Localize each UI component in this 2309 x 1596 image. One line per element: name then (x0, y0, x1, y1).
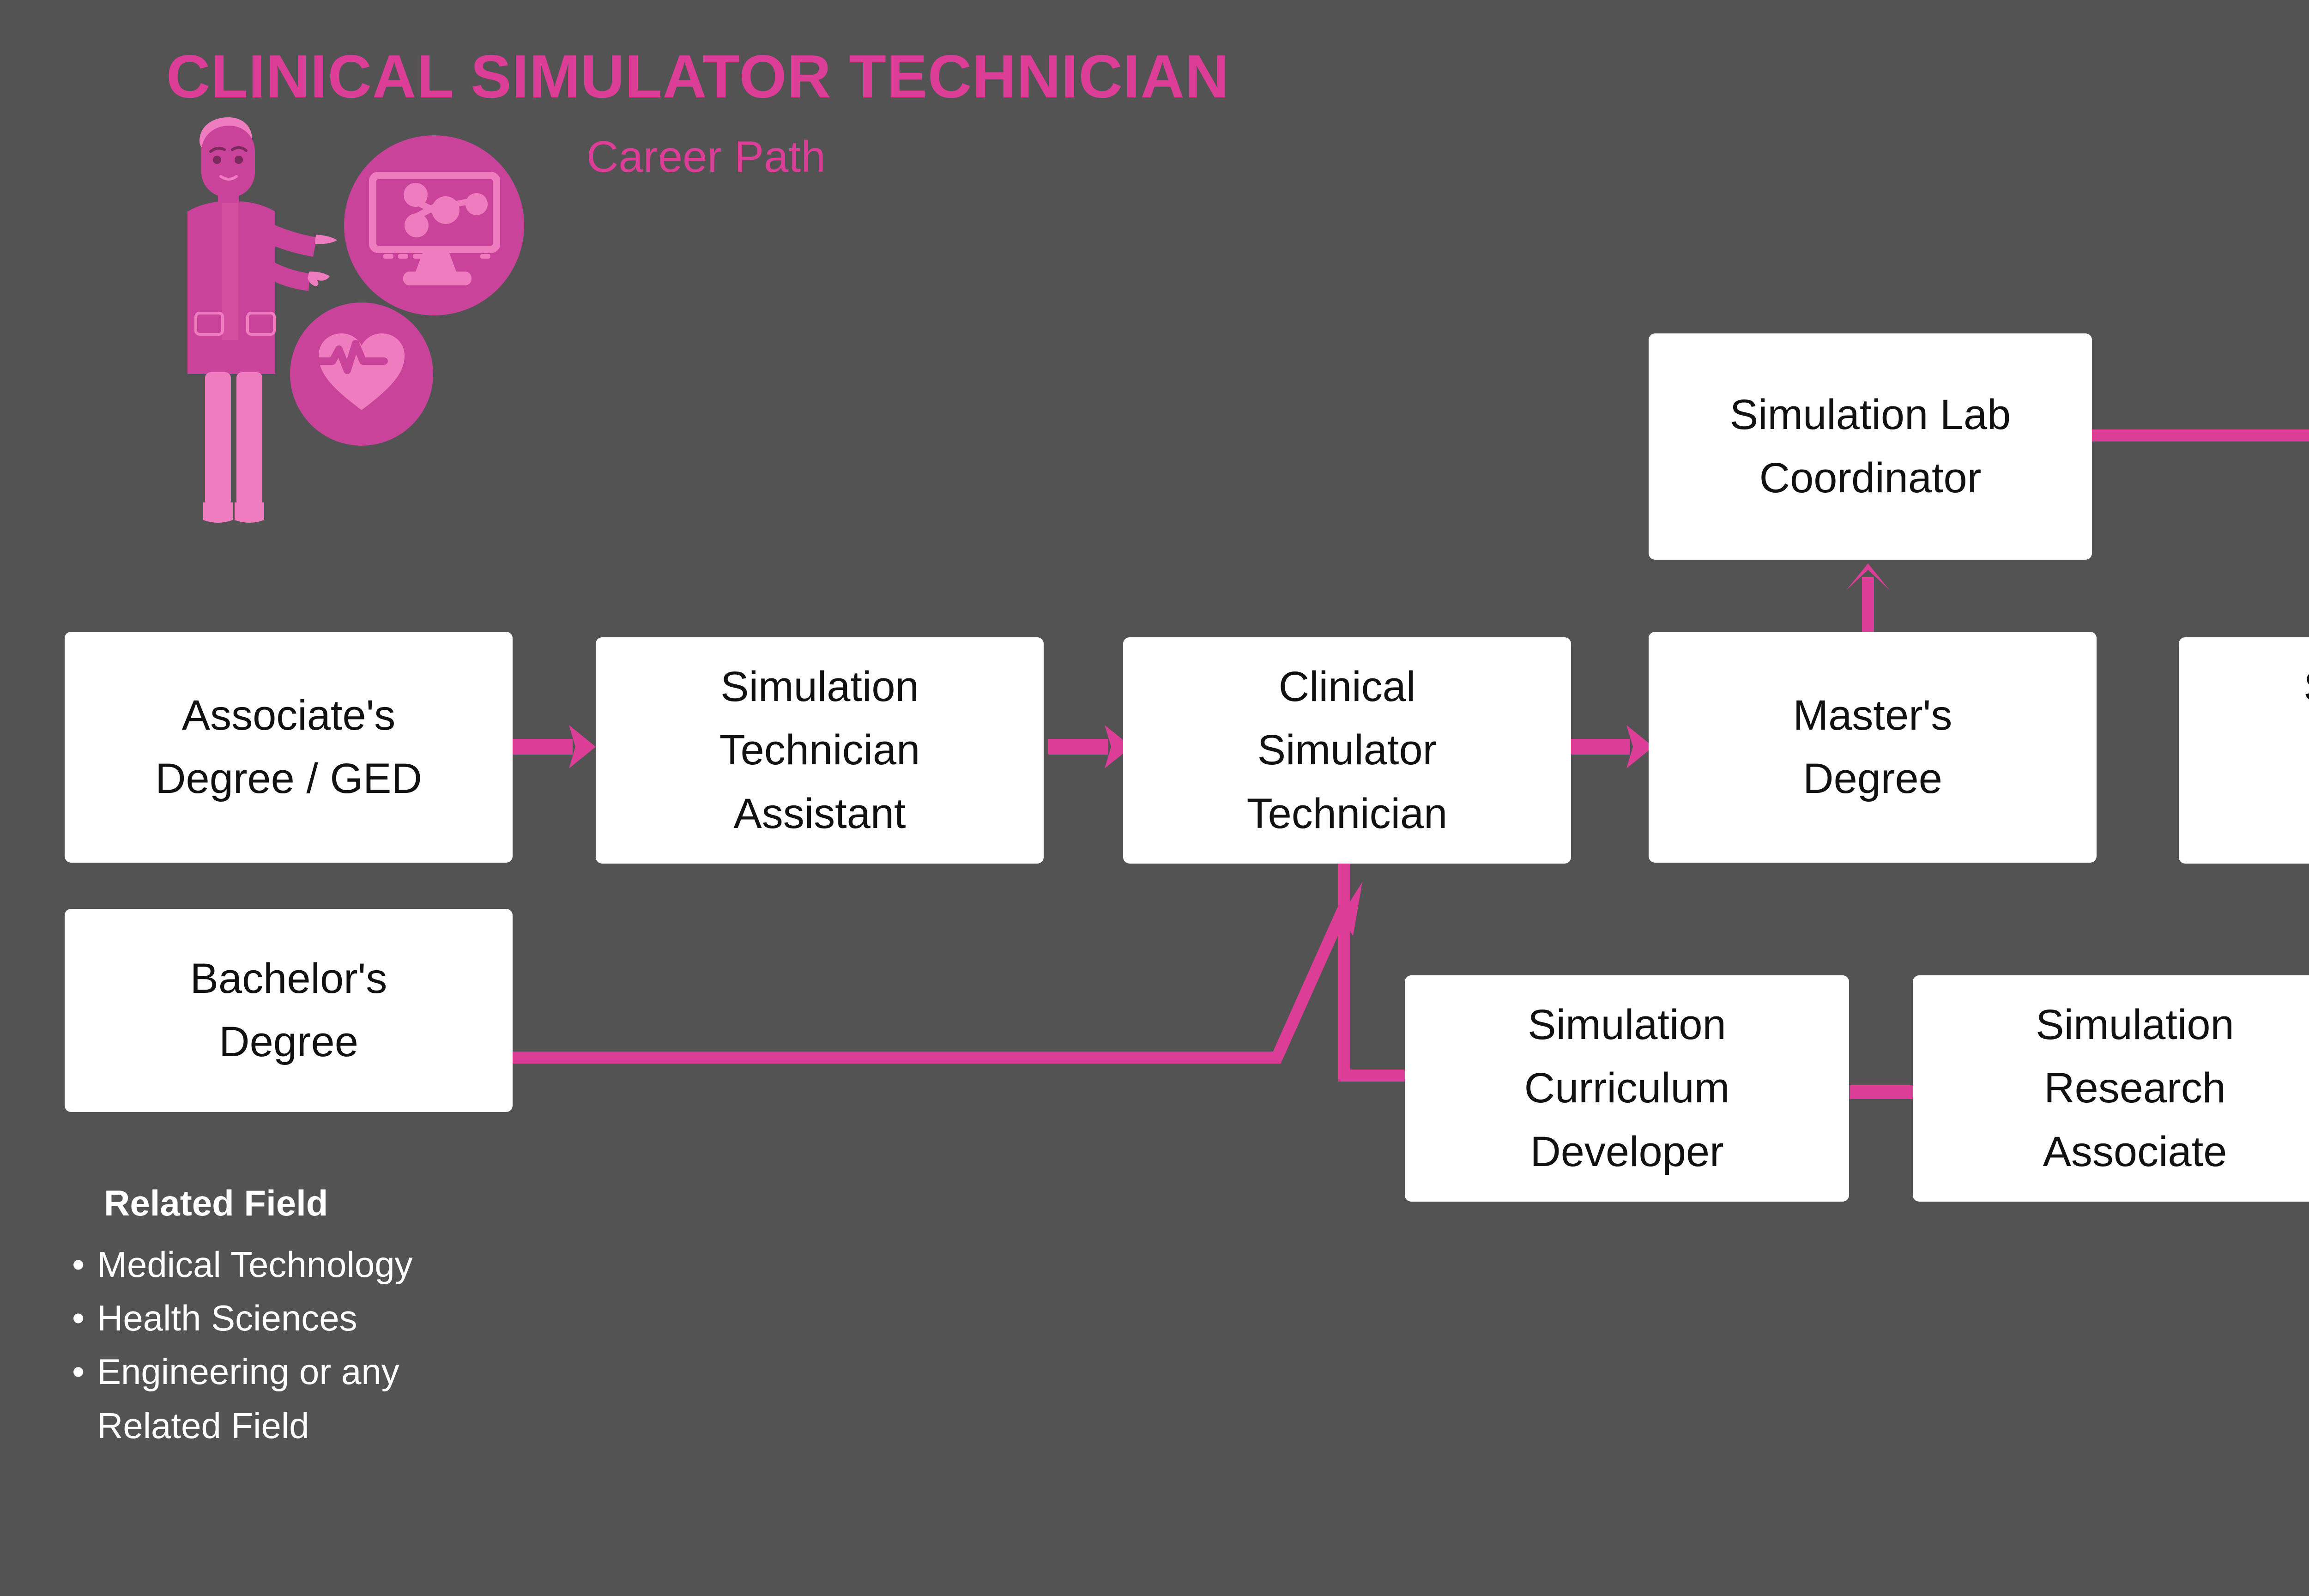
node-line: Program (2186, 719, 2309, 782)
node-line: Bachelor's (190, 955, 387, 1002)
connector-bachelors-to-technician (508, 882, 1362, 1064)
person-eye-right (235, 156, 243, 164)
node-line: Master's (1793, 691, 1952, 739)
monitor-base (403, 272, 471, 285)
person-shoe-left (203, 502, 233, 523)
person-pocket-right (246, 312, 276, 336)
node-line: Developer (1530, 1128, 1724, 1175)
node-line: Simulator (1257, 726, 1437, 774)
node-simulation-technician-assistant[interactable]: Simulation Technician Assistant (596, 637, 1044, 864)
node-simulation-lab-coordinator[interactable]: Simulation Lab Coordinator (1649, 333, 2092, 560)
molecule-icon (404, 183, 488, 237)
clinical-simulator-technician-illustration (187, 117, 524, 523)
node-line: Curriculum (1524, 1064, 1730, 1112)
node-line: Manager (2186, 782, 2309, 846)
related-field-heading: Related Field (104, 1183, 328, 1223)
person-head (201, 126, 255, 198)
list-item: Medical Technology (65, 1238, 526, 1291)
node-bachelors-degree[interactable]: Bachelor's Degree (65, 909, 513, 1112)
node-clinical-simulator-technician[interactable]: Clinical Simulator Technician (1123, 637, 1571, 864)
person-shoe-right (235, 502, 264, 523)
connector-associates-to-assistant (513, 739, 573, 755)
node-line: Associate's (181, 691, 396, 739)
list-item: Engineering or any Related Field (65, 1345, 526, 1452)
node-masters-degree[interactable]: Master's Degree (1649, 632, 2097, 863)
node-line: Degree (1803, 755, 1942, 802)
node-simulation-curriculum-developer[interactable]: Simulation Curriculum Developer (1405, 975, 1849, 1202)
person-arm-upper (254, 219, 317, 257)
node-simulation-program-manager[interactable]: Simulation Program Manager (2179, 637, 2309, 864)
list-item: Health Sciences (65, 1291, 526, 1345)
node-line: Technician (1246, 790, 1448, 837)
person-lab-coat (187, 117, 337, 523)
person-leg-left (205, 372, 231, 506)
arrowhead-associates-to-assistant (569, 725, 596, 768)
related-field-list: Medical Technology Health Sciences Engin… (65, 1238, 526, 1452)
node-line: Simulation (720, 663, 919, 711)
monitor-circle-backdrop (344, 135, 524, 315)
monitor-indicator-lights (383, 254, 490, 259)
node-line: Coordinator (1759, 454, 1982, 502)
node-line: Clinical (1278, 663, 1416, 711)
person-hand-lower (308, 272, 330, 286)
person-shirt (222, 203, 238, 340)
arrowhead-masters-to-coordinator (1846, 563, 1890, 590)
node-line: Simulation (2036, 1001, 2234, 1049)
node-line: Technician (719, 726, 920, 774)
monitor-stand (416, 249, 456, 272)
page-subtitle: Career Path (586, 132, 826, 181)
node-line: Associate (2043, 1128, 2227, 1175)
node-line: Simulation (1528, 1001, 1726, 1049)
person-mouth (219, 175, 238, 181)
node-line: Assistant (733, 790, 906, 837)
person-hand-upper (315, 235, 337, 244)
person-pocket-left (194, 312, 224, 336)
person-brow-right (231, 146, 248, 152)
node-line: Simulation (2186, 655, 2309, 719)
node-line: Degree / GED (155, 755, 422, 802)
connector-technician-to-masters (1570, 739, 1630, 755)
connector-technician-down (1338, 864, 1350, 1076)
node-line: Degree (219, 1018, 358, 1065)
connector-coordinator-right (2092, 429, 2309, 441)
page-title: CLINICAL SIMULATOR TECHNICIAN (166, 42, 1230, 110)
connector-masters-to-coordinator (1862, 577, 1874, 637)
node-line: Simulation Lab (1729, 391, 2011, 438)
node-associates-degree[interactable]: Associate's Degree / GED (65, 632, 513, 863)
pulse-line-icon (316, 340, 388, 374)
connector-curriculum-to-research (1850, 1085, 1914, 1099)
node-simulation-research-associate[interactable]: Simulation Research Associate (1913, 975, 2309, 1202)
arrowhead-assistant-to-technician (1105, 725, 1131, 768)
person-leg-right (236, 372, 262, 506)
arrowhead-technician-to-masters (1626, 725, 1653, 768)
connector-assistant-to-technician (1048, 739, 1108, 755)
node-line: Research (2044, 1064, 2226, 1112)
person-eye-left (213, 156, 221, 164)
person-brow-left (209, 146, 226, 153)
person-arm-lower (253, 254, 310, 291)
